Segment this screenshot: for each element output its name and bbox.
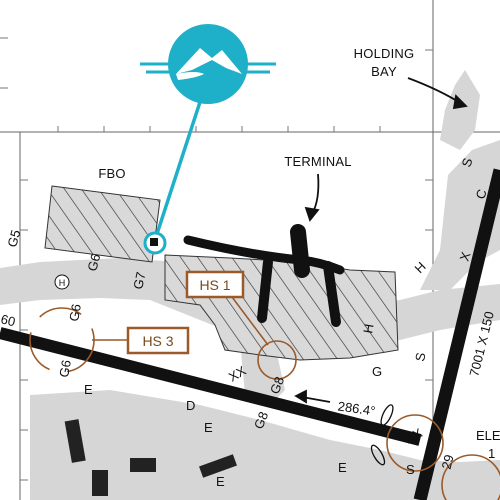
runway-end-number: 29 bbox=[439, 453, 457, 471]
terminal-label: TERMINAL bbox=[284, 154, 351, 169]
mountain-airline-logo-icon[interactable] bbox=[140, 24, 276, 104]
holding-bay-label-1: HOLDING bbox=[354, 46, 415, 61]
windcone-icon bbox=[370, 404, 394, 466]
fbo-label: FBO bbox=[98, 166, 125, 181]
taxiway-s-c: S bbox=[406, 462, 415, 477]
taxiway-h-circle-label: H bbox=[59, 278, 66, 288]
arrows bbox=[294, 77, 468, 404]
elevation-value: 1 bbox=[488, 446, 495, 461]
hotspot-label-hs3: HS 3 bbox=[142, 333, 173, 349]
taxiway-e-c: E bbox=[338, 460, 347, 475]
taxiway-g5: G5 bbox=[4, 228, 23, 249]
taxiway-h-b: H bbox=[360, 323, 376, 335]
taxiway-g8-a: G8 bbox=[267, 374, 287, 396]
holding-bay-label-2: BAY bbox=[371, 64, 397, 79]
taxiway-d: D bbox=[186, 398, 195, 413]
taxiway-xx-b: XX bbox=[402, 425, 425, 447]
taxiway-e-a: E bbox=[84, 382, 93, 397]
partial-runway-number: 60 bbox=[0, 311, 17, 329]
taxiway-s-a: S bbox=[412, 351, 428, 362]
hotspot-label-hs1: HS 1 bbox=[199, 277, 230, 293]
taxiway-g8-b: G8 bbox=[251, 409, 271, 431]
taxiway-e-b: E bbox=[204, 420, 213, 435]
taxiway-g6-c: G6 bbox=[56, 359, 74, 379]
elevation-label: ELEV bbox=[476, 428, 500, 443]
terminal-concourse bbox=[183, 224, 345, 327]
runways bbox=[0, 168, 500, 500]
taxiway-h-circle bbox=[54, 274, 70, 290]
taxiway-h-a: H bbox=[412, 259, 429, 276]
hotspot-box-hs3[interactable]: HS 3 bbox=[126, 326, 190, 355]
taxiway-e-d: E bbox=[216, 474, 225, 489]
taxiway-g: G bbox=[372, 364, 382, 379]
hotspots bbox=[29, 296, 500, 500]
lower-structures bbox=[64, 419, 237, 496]
hotspot-box-hs1[interactable]: HS 1 bbox=[185, 270, 245, 299]
logo-leader-line bbox=[153, 101, 202, 241]
taxiway-g6-b: G6 bbox=[66, 303, 84, 323]
runway-heading-label: 286.4° bbox=[337, 398, 376, 418]
fbo-marker-square bbox=[150, 238, 158, 246]
taxiway-g6-a: G6 bbox=[84, 252, 103, 273]
fbo-building bbox=[44, 185, 161, 263]
taxiway-c: C bbox=[473, 187, 490, 201]
taxiway-g7: G7 bbox=[130, 271, 148, 291]
